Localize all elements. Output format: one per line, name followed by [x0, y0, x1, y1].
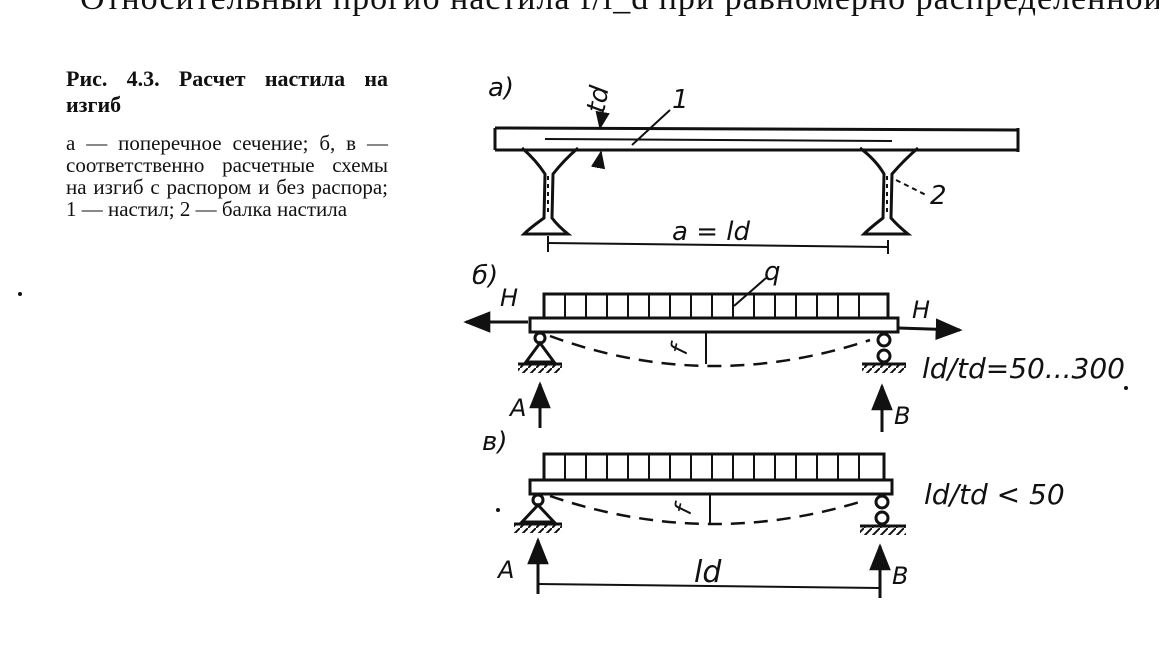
panel-a-cross-section: а) td 1 2 a =	[488, 73, 1020, 254]
reaction-label-a-v: A	[496, 556, 514, 584]
beam-b	[528, 316, 900, 334]
deflection-label-v: f	[669, 499, 699, 518]
reaction-label-b-v: B	[892, 562, 908, 590]
slenderness-ratio-v: ld/td < 50	[924, 478, 1065, 511]
reaction-label-a-b: A	[508, 394, 526, 422]
callout-1: 1	[672, 85, 689, 115]
hatch-b-b	[862, 365, 906, 373]
panel-a-label: а)	[488, 73, 514, 103]
distributed-load-v	[542, 452, 886, 482]
speck	[496, 508, 500, 512]
roller-support-b-v	[860, 494, 906, 528]
deflection-curve-v	[549, 494, 867, 526]
hatch-a-b	[518, 365, 562, 373]
right-floor-beam	[859, 146, 919, 236]
thickness-label: td	[581, 83, 615, 115]
span-label-a: a = ld	[672, 217, 750, 247]
pinned-support-a-v	[514, 493, 562, 526]
panel-b-scheme-with-thrust: б) H H q f	[463, 257, 1125, 432]
load-callout-line	[733, 277, 767, 307]
hatch-a-v	[514, 525, 562, 533]
speck	[1124, 386, 1128, 390]
callout-line-2	[895, 179, 929, 197]
span-dimension-line-a	[547, 242, 889, 248]
speck	[18, 292, 22, 296]
cut-off-header-text: Относительный прогиб настила f/l_d при р…	[80, 0, 1159, 18]
deflection-curve-b	[549, 334, 871, 368]
span-label-v: ld	[694, 555, 722, 590]
callout-2: 2	[930, 181, 947, 211]
deflection-label-b: f	[665, 339, 695, 358]
hatch-b-v	[860, 527, 906, 535]
load-segments-v	[564, 454, 860, 480]
thrust-label-right: H	[912, 296, 930, 324]
load-label: q	[764, 257, 781, 287]
load-segments-b	[564, 294, 860, 318]
thickness-dimension	[590, 109, 610, 170]
thrust-arrow-right	[897, 318, 963, 341]
distributed-load-b	[542, 292, 890, 320]
roller-support-b-b	[862, 332, 906, 366]
beam-v	[528, 478, 894, 496]
pinned-support-a-b	[518, 331, 562, 366]
panel-v-scheme-without-thrust: в) f A B ld ld/td <	[482, 427, 1065, 598]
figure-caption: Рис. 4.3. Расчет настила на изгиб а — по…	[66, 66, 388, 220]
figure-title: Рис. 4.3. Расчет настила на изгиб	[66, 66, 388, 117]
thrust-label-left: H	[500, 284, 518, 312]
reaction-label-b-b: B	[894, 402, 910, 430]
slenderness-ratio-b: ld/td=50...300	[922, 352, 1125, 385]
figure-legend: а — поперечное сечение; б, в — соответст…	[66, 131, 388, 221]
panel-b-label: б)	[472, 261, 498, 291]
span-dimension-line-v	[537, 583, 881, 589]
left-floor-beam	[520, 146, 579, 236]
callout-line-1	[631, 109, 671, 146]
panel-v-label: в)	[482, 427, 507, 457]
deck-plate	[493, 126, 1020, 152]
